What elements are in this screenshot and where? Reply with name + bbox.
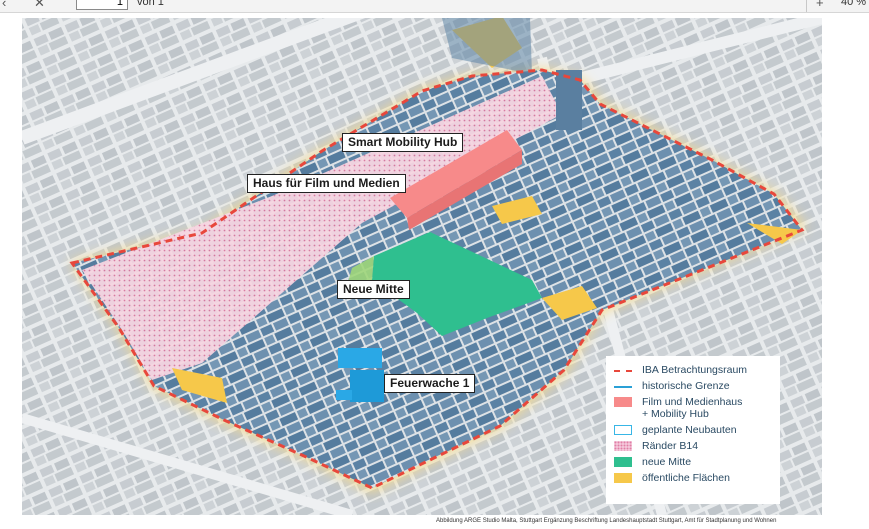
neue-mitte-area [372, 232, 542, 336]
map-legend: IBA Betrachtungsraum historische Grenze … [606, 356, 780, 504]
label-neue-mitte: Neue Mitte [337, 280, 410, 299]
public-space [492, 196, 542, 224]
red-swatch-icon [614, 397, 632, 407]
zoom-level[interactable]: 40 % [841, 0, 867, 8]
line-icon [614, 386, 632, 388]
zoom-in-icon[interactable]: + [816, 0, 824, 10]
back-icon[interactable]: ‹ [2, 0, 7, 10]
legend-item: Film und Medienhaus + Mobility Hub [614, 396, 772, 420]
map-graphic [22, 18, 822, 515]
viewer-toolbar: ‹ ✕ von 1 + 40 % [0, 0, 869, 13]
page-number-input[interactable] [76, 0, 128, 10]
legend-item: neue Mitte [614, 456, 772, 468]
dashed-line-icon [614, 370, 632, 372]
public-space [542, 286, 597, 320]
iba-boundary [69, 68, 805, 490]
district-map: Smart Mobility Hub Haus für Film und Med… [22, 18, 822, 515]
green-swatch-icon [614, 457, 632, 467]
label-haus-film: Haus für Film und Medien [247, 174, 406, 193]
dotted-swatch-icon [614, 441, 632, 451]
legend-item: öffentliche Flächen [614, 472, 772, 484]
legend-item: historische Grenze [614, 380, 772, 392]
legend-item: IBA Betrachtungsraum [614, 364, 772, 376]
film-medienhaus [390, 130, 522, 218]
b14-band [82, 76, 562, 380]
outline-swatch-icon [614, 425, 632, 435]
close-icon[interactable]: ✕ [34, 0, 45, 10]
page-count: von 1 [137, 0, 164, 8]
label-feuerwache: Feuerwache 1 [384, 374, 476, 393]
legend-item: Ränder B14 [614, 440, 772, 452]
new-building [338, 348, 382, 368]
legend-item: geplante Neubauten [614, 424, 772, 436]
new-building [350, 370, 384, 402]
yellow-swatch-icon [614, 473, 632, 483]
label-smart-mobility-hub: Smart Mobility Hub [342, 133, 464, 152]
toolbar-divider [806, 0, 807, 12]
image-credit: Abbildung ARGE Studio Malta, Stuttgart E… [436, 518, 777, 524]
